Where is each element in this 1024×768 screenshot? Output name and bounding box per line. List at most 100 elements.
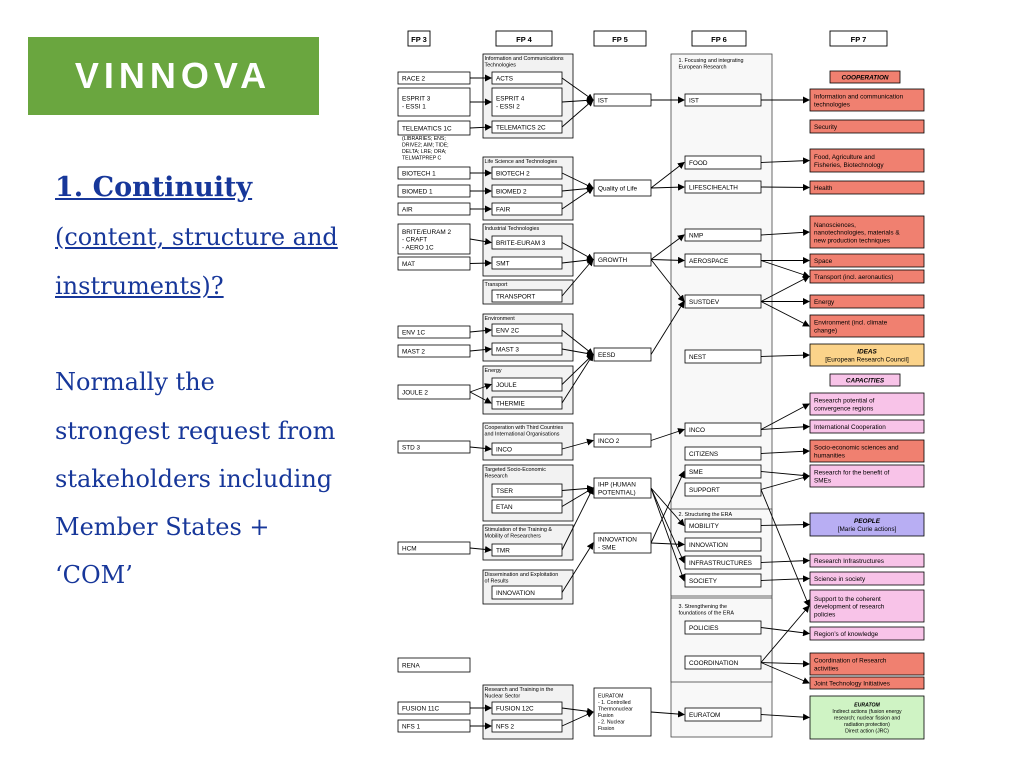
node-box-euratom7 [809, 695, 925, 740]
node-esprit4: ESPRIT 4- ESSI 2 [491, 87, 563, 117]
node-label-mat-0: MAT [402, 261, 415, 268]
connector-inco-to-inco2 [561, 438, 594, 450]
connector-coord-to-r_coordact [760, 660, 810, 668]
connector-growth-to-nmp [650, 234, 685, 260]
node-box-euratom6 [684, 707, 762, 722]
connector-nfs2-to-euratom5 [561, 711, 594, 727]
node-label-mast3-0: MAST 3 [496, 347, 519, 354]
node-label-r_energy-0: Energy [814, 299, 835, 306]
node-label-ihp-0: IHP (HUMAN [598, 482, 636, 489]
node-r_regions: Region’s of knowledge [809, 626, 925, 641]
node-box-r_ict [809, 88, 925, 112]
connector-sme-to-r_smes [760, 471, 810, 479]
node-coord: COORDINATION [684, 655, 762, 670]
node-label-g_coop-1: and International Organisations [485, 432, 560, 438]
node-label-g_tser-1: Research [485, 474, 508, 480]
node-nfs2: NFS 2 [491, 719, 563, 733]
connector-ihp-to-society [650, 487, 686, 582]
node-label-r_env-0: Environment (incl. climate [814, 320, 888, 327]
node-box-r_coordact [809, 652, 925, 676]
node-label-g_streng-0: 3. Strengthening the [679, 604, 728, 610]
node-box-biotech2 [491, 166, 563, 180]
node-label-r_nano-1: nanotechnologies, materials & [814, 230, 900, 237]
connector-food-to-r_food [760, 157, 810, 165]
node-box-acts [491, 71, 563, 85]
header-box-3 [407, 30, 431, 47]
node-box-r_food [809, 148, 925, 173]
node-growth: GROWTH [593, 252, 652, 267]
node-label-rena-0: RENA [402, 663, 420, 670]
node-label-r_smes-0: Research for the benefit of [814, 470, 890, 477]
node-box-r_potential [809, 392, 925, 416]
node-label-smt-0: SMT [496, 261, 510, 268]
node-label-tmr-0: TMR [496, 548, 510, 555]
node-label-etan-0: ETAN [496, 504, 513, 511]
node-label-joule-0: JOULE [496, 382, 517, 389]
node-innovation6: INNOVATION [684, 537, 762, 552]
node-nest: NEST [684, 349, 762, 364]
connector-citizens-to-r_socio [760, 447, 810, 455]
node-label-qol-0: Quality of Life [598, 186, 638, 193]
node-label-brite3-0: BRITE-EURAM 3 [496, 240, 546, 247]
node-g_struct: 2. Structuring the ERA [679, 512, 733, 518]
connector-innovation4-to-innovsme [561, 542, 594, 593]
node-box-mast2 [397, 344, 471, 358]
node-label-lifesci-0: LIFESCIHEALTH [689, 185, 738, 192]
node-label-r_regions-0: Region’s of knowledge [814, 631, 879, 638]
connector-qol-to-lifesci [650, 183, 685, 191]
node-label-tser-0: TSER [496, 488, 513, 495]
node-eesd: EESD [593, 347, 652, 362]
node-box-r_transport [809, 269, 925, 284]
node-box-std3 [397, 440, 471, 454]
connector-fair-to-qol [561, 187, 594, 210]
node-label-sme-0: SME [689, 469, 703, 476]
node-ist6: IST [684, 93, 762, 107]
node-race2: RACE 2 [397, 71, 471, 85]
node-joule: JOULE [491, 377, 563, 392]
node-aero: AEROSPACE [684, 253, 762, 268]
node-policies: POLICIES [684, 620, 762, 635]
node-label-r_nano-0: Nanosciences, [814, 222, 856, 229]
node-box-biotech1 [397, 166, 471, 180]
node-box-r_support [809, 589, 925, 623]
node-box-growth [593, 252, 652, 267]
connector-support-to-r_smes [760, 474, 810, 490]
connector-euratom6-to-euratom7 [760, 713, 810, 721]
node-lifesci: LIFESCIHEALTH [684, 180, 762, 194]
node-box-infra [684, 555, 762, 570]
connector-euratom5-to-euratom6 [650, 710, 685, 718]
connector-aero-to-r_transport [760, 260, 810, 278]
node-label-ist6-0: IST [689, 98, 699, 105]
node-label-nest-0: NEST [689, 354, 706, 361]
node-label-euratom5-1: - 1. Controlled [598, 700, 631, 706]
connector-inco6-to-r_intcoop [760, 423, 810, 431]
node-box-nest [684, 349, 762, 364]
node-innovation4: INNOVATION [491, 585, 563, 600]
node-box-r_jti [809, 676, 925, 690]
node-label-policies-0: POLICIES [689, 625, 718, 632]
header-label-fp3: FP 3 [411, 35, 427, 44]
node-box-policies [684, 620, 762, 635]
slide-subheading-line1: (content, structure and [55, 223, 338, 251]
node-label-r_coordact-0: Coordination of Research [814, 658, 887, 665]
connector-mast3-to-eesd [561, 348, 594, 357]
node-label-euratom5-3: Fusion [598, 713, 614, 719]
connector-innovsme-to-innovation6 [650, 540, 685, 548]
node-box-rena [397, 657, 471, 673]
node-label-g_streng-1: foundations of the ERA [679, 611, 735, 617]
connector-sustdev-to-r_env [760, 301, 810, 327]
node-box-nfs1 [397, 719, 471, 733]
node-label-r_food-1: Fisheries, Biotechnology [814, 162, 884, 169]
node-label-euratom7-1: Indirect actions (fusion energy [832, 709, 902, 715]
node-label-r_sec-0: Security [814, 124, 838, 131]
node-label-g_ind-0: Industrial Technologies [485, 226, 540, 232]
node-label-r_space-0: Space [814, 258, 833, 265]
node-label-infra-0: INFRASTRUCTURES [689, 560, 752, 567]
node-box-esprit4 [491, 87, 563, 117]
node-r_transport: Transport (incl. aeronautics) [809, 269, 925, 284]
node-label-libraries-0: (LIBRARIES; ENS; [402, 136, 446, 142]
node-label-biomed1-0: BIOMED 1 [402, 189, 433, 196]
node-label-transport-0: TRANSPORT [496, 294, 535, 301]
node-label-ihp-1: POTENTIAL) [598, 489, 636, 496]
